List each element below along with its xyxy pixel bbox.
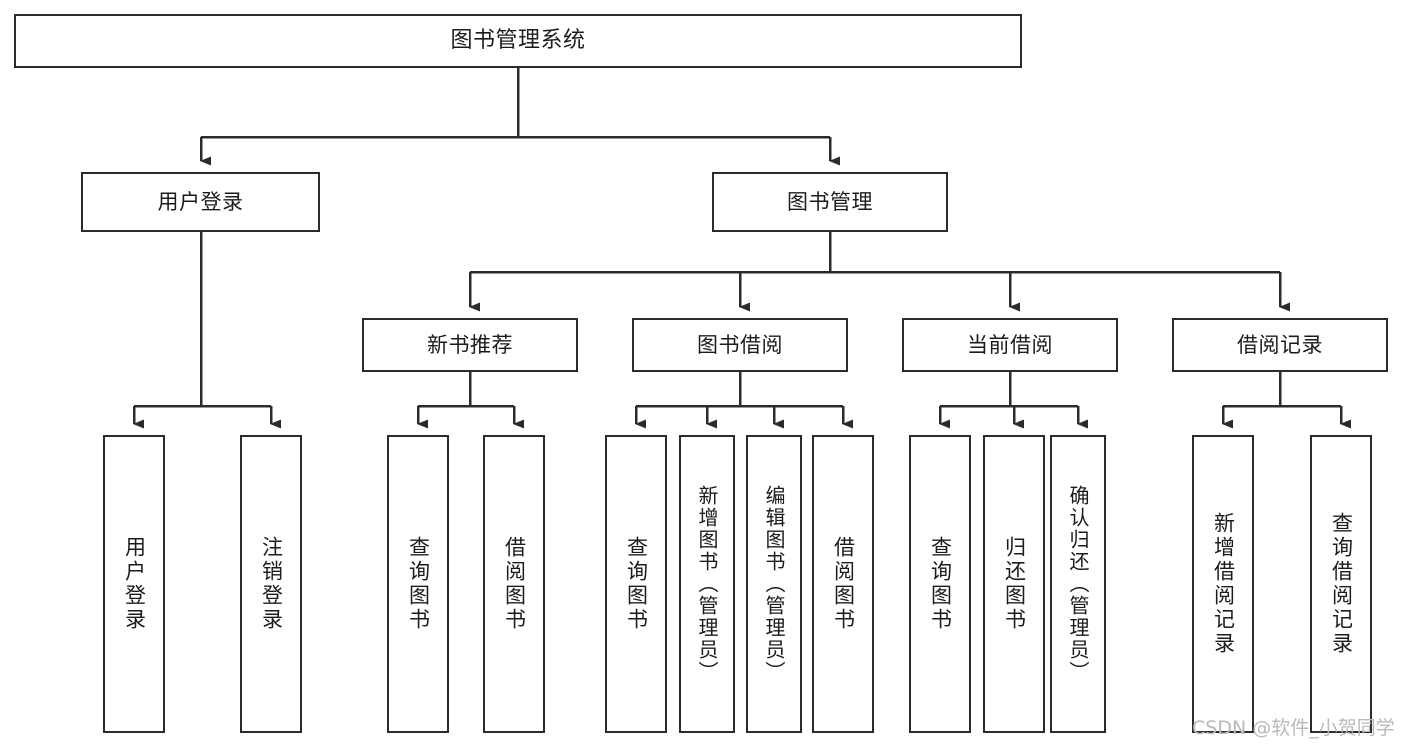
node-current-borrow[interactable]: 当前借阅 [902, 318, 1118, 372]
node-leaf-user-logout[interactable]: 注销登录 [240, 435, 302, 733]
node-leaf-confirm-return[interactable]: 确认归还（管理员） [1050, 435, 1106, 733]
node-leaf-query-book-3[interactable]: 查询图书 [909, 435, 971, 733]
node-book-manage[interactable]: 图书管理 [712, 172, 948, 232]
node-label: 新书推荐 [427, 332, 513, 357]
node-label: 查询借阅记录 [1329, 512, 1354, 656]
node-label: 图书管理系统 [450, 28, 586, 54]
node-label: 注销登录 [259, 536, 284, 632]
node-label: 新增图书（管理员） [695, 485, 719, 683]
node-user-login[interactable]: 用户登录 [81, 172, 320, 232]
node-label: 查询图书 [624, 536, 649, 632]
node-borrow-record[interactable]: 借阅记录 [1172, 318, 1388, 372]
node-leaf-borrow-book-2[interactable]: 借阅图书 [812, 435, 874, 733]
node-book-borrow[interactable]: 图书借阅 [632, 318, 848, 372]
node-leaf-add-book[interactable]: 新增图书（管理员） [679, 435, 735, 733]
node-leaf-query-book-2[interactable]: 查询图书 [605, 435, 667, 733]
node-leaf-return-book[interactable]: 归还图书 [983, 435, 1045, 733]
node-label: 借阅图书 [831, 536, 856, 632]
node-label: 查询图书 [928, 536, 953, 632]
node-label: 确认归还（管理员） [1066, 485, 1090, 683]
node-leaf-borrow-book-1[interactable]: 借阅图书 [483, 435, 545, 733]
node-root[interactable]: 图书管理系统 [14, 14, 1022, 68]
node-label: 新增借阅记录 [1211, 512, 1236, 656]
node-label: 用户登录 [157, 189, 244, 214]
node-label: 查询图书 [406, 536, 431, 632]
node-leaf-query-book-1[interactable]: 查询图书 [387, 435, 449, 733]
node-leaf-query-record[interactable]: 查询借阅记录 [1310, 435, 1372, 733]
node-label: 用户登录 [122, 536, 147, 632]
node-leaf-edit-book[interactable]: 编辑图书（管理员） [746, 435, 802, 733]
node-label: 借阅图书 [502, 536, 527, 632]
node-label: 图书借阅 [697, 332, 783, 357]
node-label: 编辑图书（管理员） [762, 485, 786, 683]
node-label: 借阅记录 [1237, 332, 1323, 357]
node-label: 图书管理 [787, 189, 873, 214]
node-new-book-rec[interactable]: 新书推荐 [362, 318, 578, 372]
node-leaf-user-login[interactable]: 用户登录 [103, 435, 165, 733]
node-label: 当前借阅 [967, 332, 1053, 357]
node-label: 归还图书 [1002, 536, 1027, 632]
node-leaf-add-record[interactable]: 新增借阅记录 [1192, 435, 1254, 733]
watermark-text: CSDN @软件_小贺同学 [1192, 717, 1395, 739]
